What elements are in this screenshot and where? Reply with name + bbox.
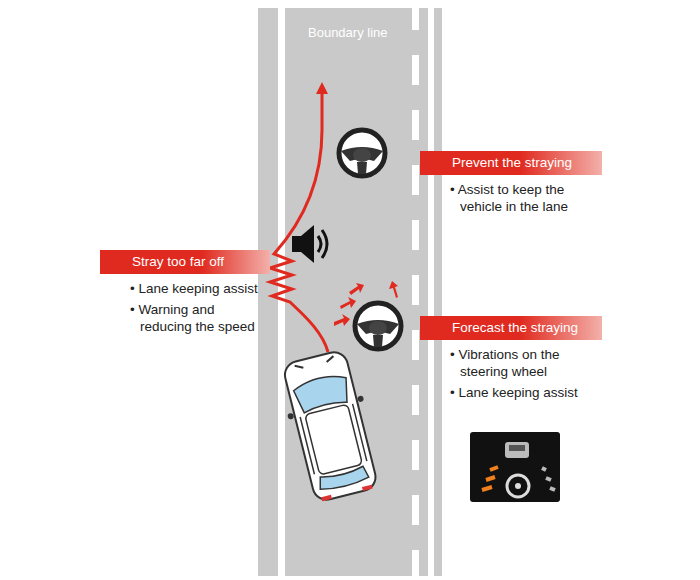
- lane-dashes: [412, 8, 419, 576]
- steering-wheel: [339, 130, 385, 176]
- callout-bullet: • Assist to keep the vehicle in the lane: [420, 181, 570, 215]
- callout-box: Prevent the straying • Assist to keep the…: [420, 151, 602, 215]
- callout-bullet: • Lane keeping assist: [420, 384, 602, 401]
- vibration-arrows: [334, 281, 398, 326]
- callout-box: Forecast the straying • Vibrations on the…: [420, 316, 602, 401]
- vehicle-path: [270, 88, 328, 352]
- road-edge-line: [428, 8, 434, 576]
- callout-bullet: • Lane keeping assist: [100, 280, 270, 297]
- steering-wheel: [355, 303, 401, 349]
- callout-heading: Prevent the straying: [420, 151, 602, 175]
- dashboard-indicator: [470, 432, 560, 502]
- callout-bullet: • Vibrations on the steering wheel: [420, 346, 602, 380]
- callout-bullet: • Warning and reducing the speed: [100, 301, 270, 335]
- car: [275, 348, 385, 505]
- callout-heading: Stray too far off: [100, 250, 270, 274]
- road-label: Boundary line: [308, 25, 388, 40]
- speaker-icon: [292, 225, 327, 263]
- road: [258, 8, 442, 576]
- callout-box: Stray too far off • Lane keeping assist • …: [100, 250, 270, 335]
- callout-heading: Forecast the straying: [420, 316, 602, 340]
